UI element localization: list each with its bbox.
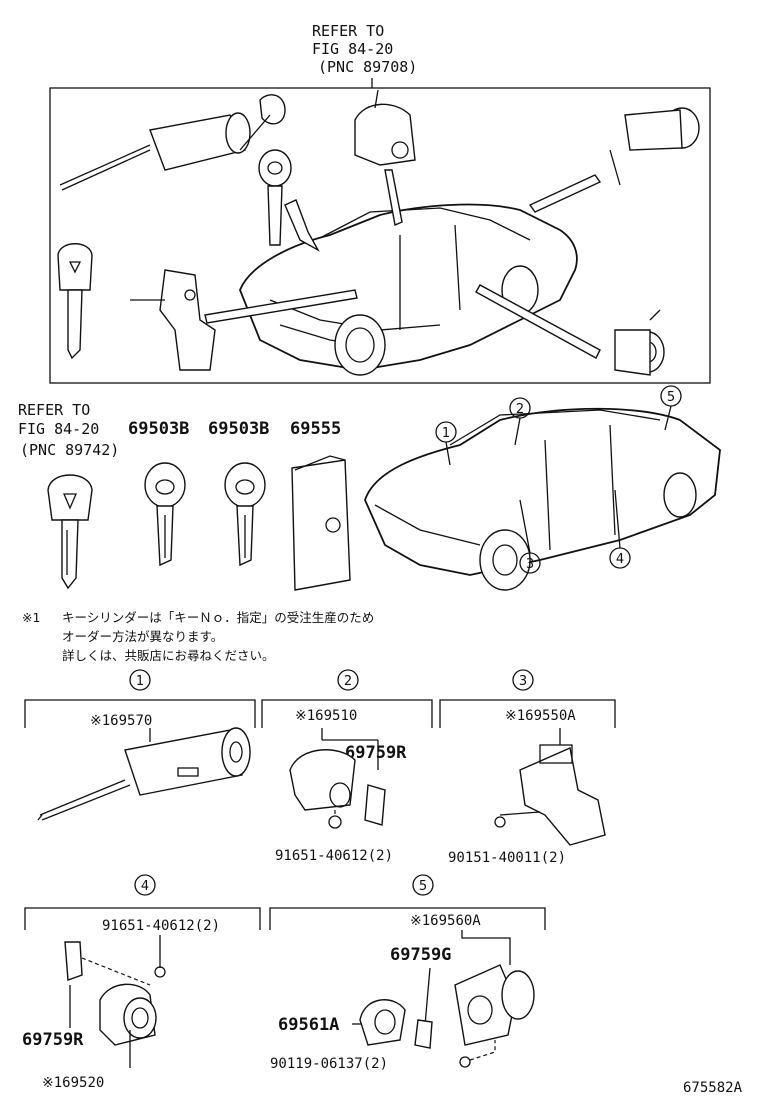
door-cylinder-top-right [609,107,700,186]
refer-top-line2: FIG 84-20 [312,40,393,58]
ignition-cylinder-top [59,94,286,191]
group-1-part: ※169570 [90,713,152,729]
group-1-num: 1 [136,674,144,689]
group-4-num: 4 [141,879,149,894]
group-5-part: ※169560A [410,913,481,929]
group-2-bolt: 91651-40612(2) [275,848,393,864]
group-5: 5 ※169560A 69759G 69561A 90119-06137(2) [269,874,546,1072]
group-3: 3 ※169550A 90151-40011(2) [439,669,616,866]
group-3-part: ※169550A [505,708,576,724]
group-2-sub: 69759R [345,743,407,763]
group-5-bolt: 90119-06137(2) [270,1056,388,1072]
group-2-part: ※169510 [295,708,357,724]
group-4-sub: 69759R [22,1030,84,1050]
group-4-bolt: 91651-40612(2) [102,918,220,934]
group-4: 4 91651-40612(2) 69759R ※169520 [22,874,261,1091]
refer-top-line1: REFER TO [312,22,384,40]
group-2: 2 ※169510 69759R 91651-40612(2) [261,669,433,864]
refer-top-line3: (PNC 89708) [318,58,417,76]
refer-mid-line1: REFER TO [18,401,90,419]
key-69503b-2 [224,462,266,567]
group-4-part: ※169520 [42,1075,104,1091]
callout-car [364,407,721,591]
group-5-cap: 69561A [278,1015,339,1035]
group-1: 1 ※169570 [24,669,256,821]
master-key [47,474,93,590]
group-5-sub: 69759G [390,945,451,965]
key-top-1 [258,149,292,246]
door-lock-top [130,269,216,371]
key-top-2 [57,243,93,360]
group-2-num: 2 [344,674,352,689]
note-line1: キーシリンダーは「キーＮｏ．指定」の受注生産のため [62,610,374,625]
note-line2: オーダー方法が異なります。 [62,629,223,644]
callout-2: 2 [516,402,524,417]
overview-box [49,87,711,384]
note-mark: ※1 [22,610,40,625]
key-case-69555 [291,455,351,591]
trunk-lock-top [354,89,416,166]
callout-3: 3 [526,557,534,572]
callout-5: 5 [667,390,675,405]
group-5-num: 5 [419,879,427,894]
callout-1: 1 [442,426,450,441]
overview-arrows [204,169,602,359]
key-part-1: 69503B [128,419,189,439]
drawing-code: 675582A [683,1080,743,1096]
key-69503b-1 [144,462,186,567]
key-part-3: 69555 [290,419,341,439]
refer-mid-line3: (PNC 89742) [20,441,119,459]
overview-car [239,203,578,376]
refer-mid-line2: FIG 84-20 [18,420,99,438]
group-3-bolt: 90151-40011(2) [448,850,566,866]
callout-4: 4 [616,552,624,567]
callout-circles: 1 2 3 4 5 [435,385,682,574]
door-cylinder-bottom-right [614,309,665,376]
group-3-num: 3 [519,674,527,689]
note-line3: 詳しくは、共販店にお尋ねください。 [62,648,275,663]
key-part-2: 69503B [208,419,269,439]
